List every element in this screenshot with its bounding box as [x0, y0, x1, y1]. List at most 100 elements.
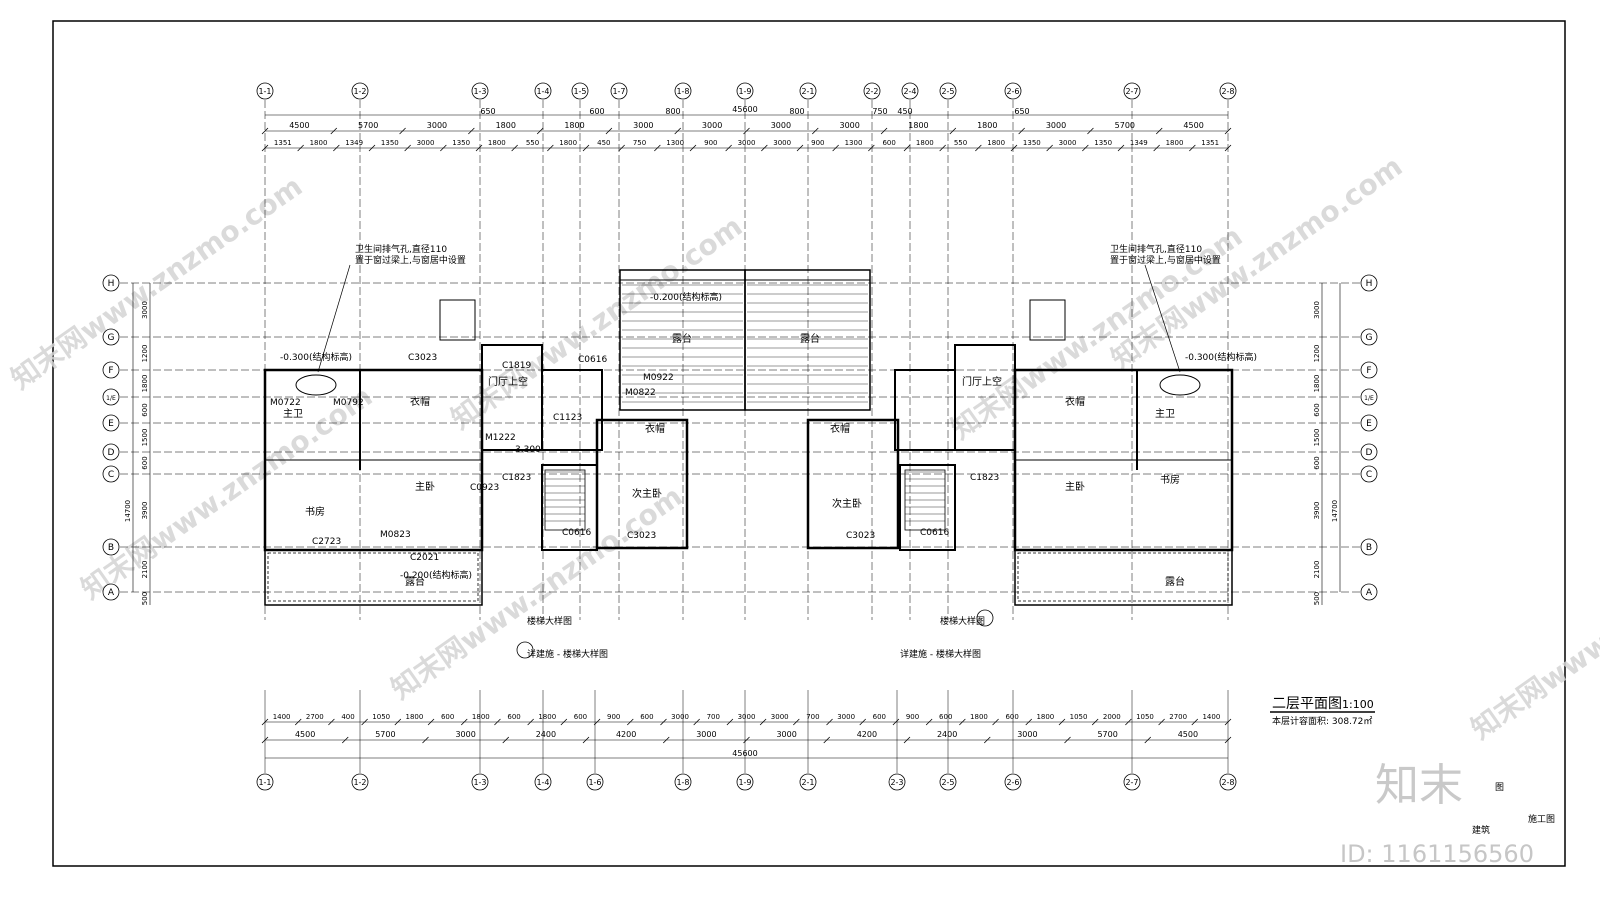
dimension-tick: [903, 736, 911, 744]
svg-text:C3023: C3023: [627, 531, 656, 541]
svg-text:次主卧: 次主卧: [832, 497, 862, 510]
axis-bubble: [1123, 82, 1141, 100]
dimension-tick: [959, 718, 966, 726]
axis-bubble: [256, 82, 274, 100]
dimension-label: 3000: [738, 713, 756, 721]
dimension-label: 3900: [141, 502, 149, 520]
axis-bubble: [888, 773, 906, 791]
dimension-label: 1800: [908, 121, 928, 130]
dimension-label: 3000: [1059, 139, 1077, 147]
dimension-label: 1351: [1201, 139, 1219, 147]
axis-label: H: [1366, 279, 1373, 289]
svg-text:-0.200(结构标高): -0.200(结构标高): [400, 569, 472, 581]
dimension-label: 1350: [1023, 139, 1041, 147]
dimension-tick: [1018, 127, 1025, 135]
dimension-tick: [793, 718, 800, 726]
svg-text:知末网www.znzmo.com: 知末网www.znzmo.com: [5, 170, 308, 396]
svg-text:-0.300(结构标高): -0.300(结构标高): [1185, 351, 1257, 363]
dimension-tick: [1046, 144, 1053, 152]
svg-text:M0822: M0822: [625, 388, 656, 398]
dimension-label: 1800: [1036, 713, 1054, 721]
svg-text:M0922: M0922: [643, 373, 674, 383]
dimension-label: 1050: [1136, 713, 1154, 721]
axis-label: 1-6: [588, 778, 601, 787]
axis-bubble: [1004, 82, 1022, 100]
axis-bubble: [1360, 414, 1378, 432]
svg-text:M0823: M0823: [380, 530, 411, 540]
drawing-title-block: 二层平面图 1:100 本层计容面积: 308.72㎡ 图 施工图 建筑: [1270, 696, 1555, 836]
svg-text:详建施 - 楼梯大样图: 详建施 - 楼梯大样图: [527, 648, 608, 660]
dimension-tick: [1153, 144, 1160, 152]
axis-bubble: [471, 82, 489, 100]
axis-bubble: [799, 82, 817, 100]
axis-bubble: [939, 82, 957, 100]
axis-label: 1/E: [106, 395, 116, 402]
axis-label: 2-8: [1221, 87, 1234, 96]
axis-bubble: [1360, 538, 1378, 556]
dimension-tick: [460, 718, 468, 726]
axis-bubble: [736, 773, 754, 791]
dimension-tick: [294, 718, 302, 726]
dimension-label: 3000: [771, 713, 789, 721]
dimension-label: 700: [707, 713, 720, 721]
dimension-tick: [743, 127, 750, 135]
svg-text:衣帽: 衣帽: [410, 395, 430, 408]
dimension-label: 600: [141, 403, 149, 416]
dimension-tick: [725, 144, 732, 152]
dimension-tick: [582, 736, 590, 744]
dimension-label: 1349: [345, 139, 363, 147]
svg-text:衣帽: 衣帽: [645, 422, 665, 435]
axis-bubble: [799, 773, 817, 791]
watermarks: 知末网www.znzmo.com 知末网www.znzmo.com 知末网www…: [5, 150, 1600, 746]
dimension-label: 1800: [1166, 139, 1184, 147]
axis-label: D: [1366, 448, 1373, 458]
axis-bubble: [1360, 388, 1378, 406]
svg-text:置于窗过梁上,与窗居中设置: 置于窗过梁上,与窗居中设置: [355, 254, 466, 266]
dimension-label: 700: [806, 713, 819, 721]
dimension-label: 3000: [839, 121, 859, 130]
svg-text:C3023: C3023: [846, 531, 875, 541]
dimension-label: 3900: [1313, 502, 1321, 520]
axis-label: G: [1366, 333, 1373, 343]
dimension-label: 5700: [1097, 730, 1117, 739]
svg-text:本层计容面积: 308.72㎡: 本层计容面积: 308.72㎡: [1272, 715, 1372, 727]
room-labels-left: 主卫 衣帽 门厅上空 主卧 书房 露台 次主卧 衣帽 露台: [283, 332, 692, 588]
svg-text:C1819: C1819: [502, 361, 531, 371]
svg-text:卫生间排气孔,直径110: 卫生间排气孔,直径110: [1110, 243, 1202, 255]
svg-text:主卫: 主卫: [283, 408, 303, 420]
svg-text:施工图: 施工图: [1528, 813, 1555, 825]
dimension-label: 1800: [564, 121, 584, 130]
svg-text:C0616: C0616: [578, 355, 607, 365]
axis-bubble: [256, 773, 274, 791]
dimension-label: 1350: [381, 139, 399, 147]
dimension-label: 2700: [1169, 713, 1187, 721]
dimension-label: 3000: [837, 713, 855, 721]
svg-text:C2021: C2021: [410, 553, 439, 563]
dimension-label: 800: [789, 107, 804, 116]
dimension-label: 3000: [427, 121, 447, 130]
dimension-tick: [812, 127, 819, 135]
dimension-tick: [1087, 127, 1094, 135]
dimension-tick: [1125, 718, 1132, 726]
dimension-label: 1500: [141, 429, 149, 447]
svg-text:C1823: C1823: [502, 473, 531, 483]
dimension-tick: [440, 144, 447, 152]
opening-codes: C3023 C1819 C0616 M0922 M0722 M0792 M082…: [270, 353, 999, 563]
dimension-tick: [468, 127, 475, 135]
dimension-label: 1800: [488, 139, 506, 147]
dimension-label: 3000: [417, 139, 435, 147]
dimension-label: 650: [480, 107, 495, 116]
dimension-label: 600: [507, 713, 520, 721]
dimension-label: 1800: [1313, 375, 1321, 393]
dimension-label: 2000: [1103, 713, 1121, 721]
dimension-label: 3000: [696, 730, 716, 739]
dimension-label: 600: [873, 713, 886, 721]
svg-text:露台: 露台: [800, 332, 820, 345]
dimension-tick: [859, 718, 867, 726]
dimension-tick: [826, 718, 833, 726]
svg-text:C1823: C1823: [970, 473, 999, 483]
axis-label: 1-9: [738, 778, 751, 787]
axis-label: 2-2: [865, 87, 878, 96]
axis-label: F: [108, 366, 113, 376]
axis-label: A: [1366, 588, 1373, 598]
